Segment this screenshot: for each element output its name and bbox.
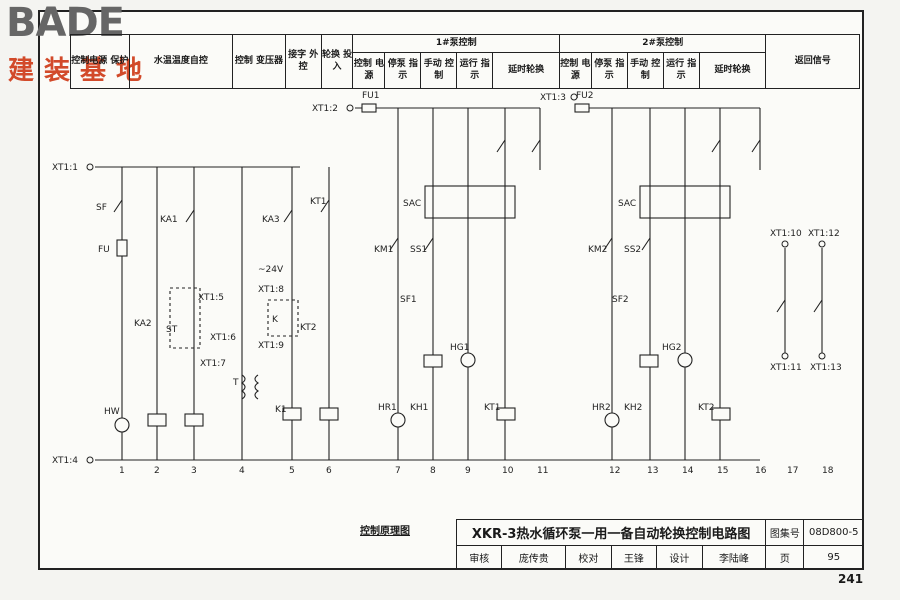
design-label: 设计 (656, 545, 703, 570)
label-hg1: HG1 (450, 343, 469, 353)
label-ss1: SS1 (410, 245, 427, 255)
header-p1-a: 控制 电源 (352, 52, 386, 89)
column-number: 4 (239, 466, 245, 476)
drawing-frame (38, 10, 864, 570)
column-number: 18 (822, 466, 834, 476)
design-name: 李陆峰 (701, 545, 767, 570)
label-kh1: KH1 (410, 403, 428, 413)
label-km2: KM2 (588, 245, 607, 255)
header-c4: 接字 外控 (284, 34, 322, 89)
label-fu1: FU1 (362, 91, 380, 101)
column-number: 3 (191, 466, 197, 476)
label-hr1: HR1 (378, 403, 397, 413)
label-hw: HW (104, 407, 120, 417)
header-c2: 水温温度自控 (128, 34, 234, 89)
label-fu2: FU2 (576, 91, 594, 101)
term-xt1-12: XT1:12 (808, 229, 840, 239)
label-t: T (232, 378, 239, 388)
term-xt1-3: XT1:3 (540, 93, 566, 103)
label-fu: FU (98, 245, 110, 255)
column-number: 14 (682, 466, 694, 476)
label-sf: SF (96, 203, 107, 213)
label-kt1-coil: KT1 (484, 403, 500, 413)
atlas-number: 08D800-5 (803, 519, 864, 546)
term-xt1-2: XT1:2 (312, 104, 338, 114)
label-sac-1: SAC (403, 199, 421, 209)
column-number: 16 (755, 466, 767, 476)
term-xt1-5: XT1:5 (198, 293, 224, 303)
book-page-number: 241 (838, 572, 864, 586)
label-k1: K1 (275, 405, 287, 415)
label-kt2-coil: KT2 (698, 403, 714, 413)
label-sac-2: SAC (618, 199, 636, 209)
header-p1-c: 手动 控制 (420, 52, 458, 89)
header-p1-d: 运行 指示 (456, 52, 494, 89)
column-number: 1 (119, 466, 125, 476)
column-number: 11 (537, 466, 548, 476)
function-header: 控制电源 保护 水温温度自控 控制 变压器 接字 外控 轮换 投入 1#泵控制 … (70, 34, 860, 89)
header-p2-d: 运行 指示 (662, 52, 700, 89)
term-xt1-13: XT1:13 (810, 363, 842, 373)
label-km1: KM1 (374, 245, 393, 255)
column-number: 17 (787, 466, 798, 476)
column-number: 5 (289, 466, 295, 476)
label-ss2: SS2 (624, 245, 641, 255)
drawing-title: XKR-3热水循环泵一用一备自动轮换控制电路图 (455, 519, 767, 546)
label-sf1: SF1 (400, 295, 417, 305)
label-k: K (272, 315, 279, 325)
term-xt1-4: XT1:4 (52, 456, 78, 466)
header-p1-e: 延时轮换 (492, 52, 560, 89)
column-number: 8 (430, 466, 436, 476)
label-kh2: KH2 (624, 403, 642, 413)
page-number: 95 (803, 545, 864, 570)
header-p2-a: 控制 电源 (558, 52, 592, 89)
page-label: 页 (765, 545, 805, 570)
label-ka3: KA3 (262, 215, 280, 225)
label-st: ST (166, 325, 178, 335)
header-p2-b: 停泵 指示 (590, 52, 628, 89)
header-c5: 轮换 投入 (320, 34, 354, 89)
label-kt1: KT1 (310, 197, 326, 207)
review-label: 审核 (455, 545, 503, 570)
term-xt1-8: XT1:8 (258, 285, 284, 295)
label-hr2: HR2 (592, 403, 611, 413)
term-xt1-7: XT1:7 (200, 359, 226, 369)
label-sf2: SF2 (612, 295, 629, 305)
check-label: 校对 (565, 545, 612, 570)
term-xt1-10: XT1:10 (770, 229, 802, 239)
label-kt2: KT2 (300, 323, 316, 333)
atlas-label: 图集号 (765, 519, 805, 546)
column-number: 9 (465, 466, 471, 476)
column-number: 13 (647, 466, 658, 476)
diagram-caption: 控制原理图 (360, 526, 410, 537)
header-return: 返回信号 (765, 34, 860, 89)
column-number: 7 (395, 466, 401, 476)
label-ka2: KA2 (134, 319, 152, 329)
term-xt1-11: XT1:11 (770, 363, 802, 373)
label-24v: ~24V (258, 265, 284, 275)
label-ka1: KA1 (160, 215, 178, 225)
header-p1-b: 停泵 指示 (384, 52, 422, 89)
title-block: XKR-3热水循环泵一用一备自动轮换控制电路图 图集号 08D800-5 审核 … (455, 519, 864, 570)
header-c3: 控制 变压器 (232, 34, 286, 89)
header-p2-e: 延时轮换 (698, 52, 767, 89)
header-c1: 控制电源 保护 (70, 34, 130, 89)
term-xt1-1: XT1:1 (52, 163, 78, 173)
column-number: 15 (717, 466, 728, 476)
header-p2-c: 手动 控制 (626, 52, 664, 89)
column-number: 12 (609, 466, 620, 476)
term-xt1-6: XT1:6 (210, 333, 236, 343)
column-number: 10 (502, 466, 514, 476)
term-xt1-9: XT1:9 (258, 341, 284, 351)
column-number: 2 (154, 466, 160, 476)
column-number: 6 (326, 466, 332, 476)
check-name: 王锋 (610, 545, 658, 570)
label-hg2: HG2 (662, 343, 681, 353)
review-name: 庞传贵 (501, 545, 567, 570)
